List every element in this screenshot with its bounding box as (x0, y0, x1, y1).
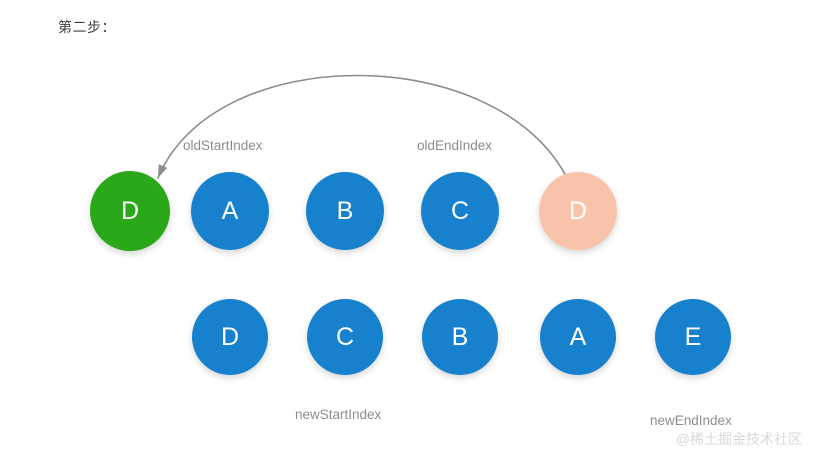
old-node-label-2: B (336, 196, 354, 225)
old-node-3[interactable]: C (421, 172, 499, 250)
old-node-0[interactable]: D (90, 171, 170, 251)
old-node-label-4: D (568, 196, 588, 225)
old-node-label-0: D (120, 196, 140, 225)
old-node-label-1: A (221, 196, 239, 225)
arrow-head-icon (158, 164, 168, 178)
new-node-label-2: B (451, 322, 469, 351)
old-index-label-1: oldEndIndex (417, 138, 493, 153)
new-node-label-3: A (569, 322, 587, 351)
new-node-2[interactable]: B (422, 299, 498, 375)
old-index-label-0: oldStartIndex (183, 138, 263, 153)
page-title: 第二步： (58, 19, 116, 35)
old-node-1[interactable]: A (191, 172, 269, 250)
old-node-4[interactable]: D (539, 172, 617, 250)
new-node-4[interactable]: E (655, 299, 731, 375)
watermark: @稀土掘金技术社区 (675, 431, 802, 447)
new-index-label-0: newStartIndex (295, 407, 382, 422)
new-node-1[interactable]: C (307, 299, 383, 375)
new-node-0[interactable]: D (192, 299, 268, 375)
new-node-label-0: D (220, 322, 240, 351)
move-arrow (157, 74, 569, 181)
old-node-label-3: C (450, 196, 470, 225)
new-node-label-1: C (335, 322, 355, 351)
new-index-label-1: newEndIndex (650, 413, 732, 428)
new-node-3[interactable]: A (540, 299, 616, 375)
old-node-2[interactable]: B (306, 172, 384, 250)
new-node-label-4: E (684, 322, 702, 351)
